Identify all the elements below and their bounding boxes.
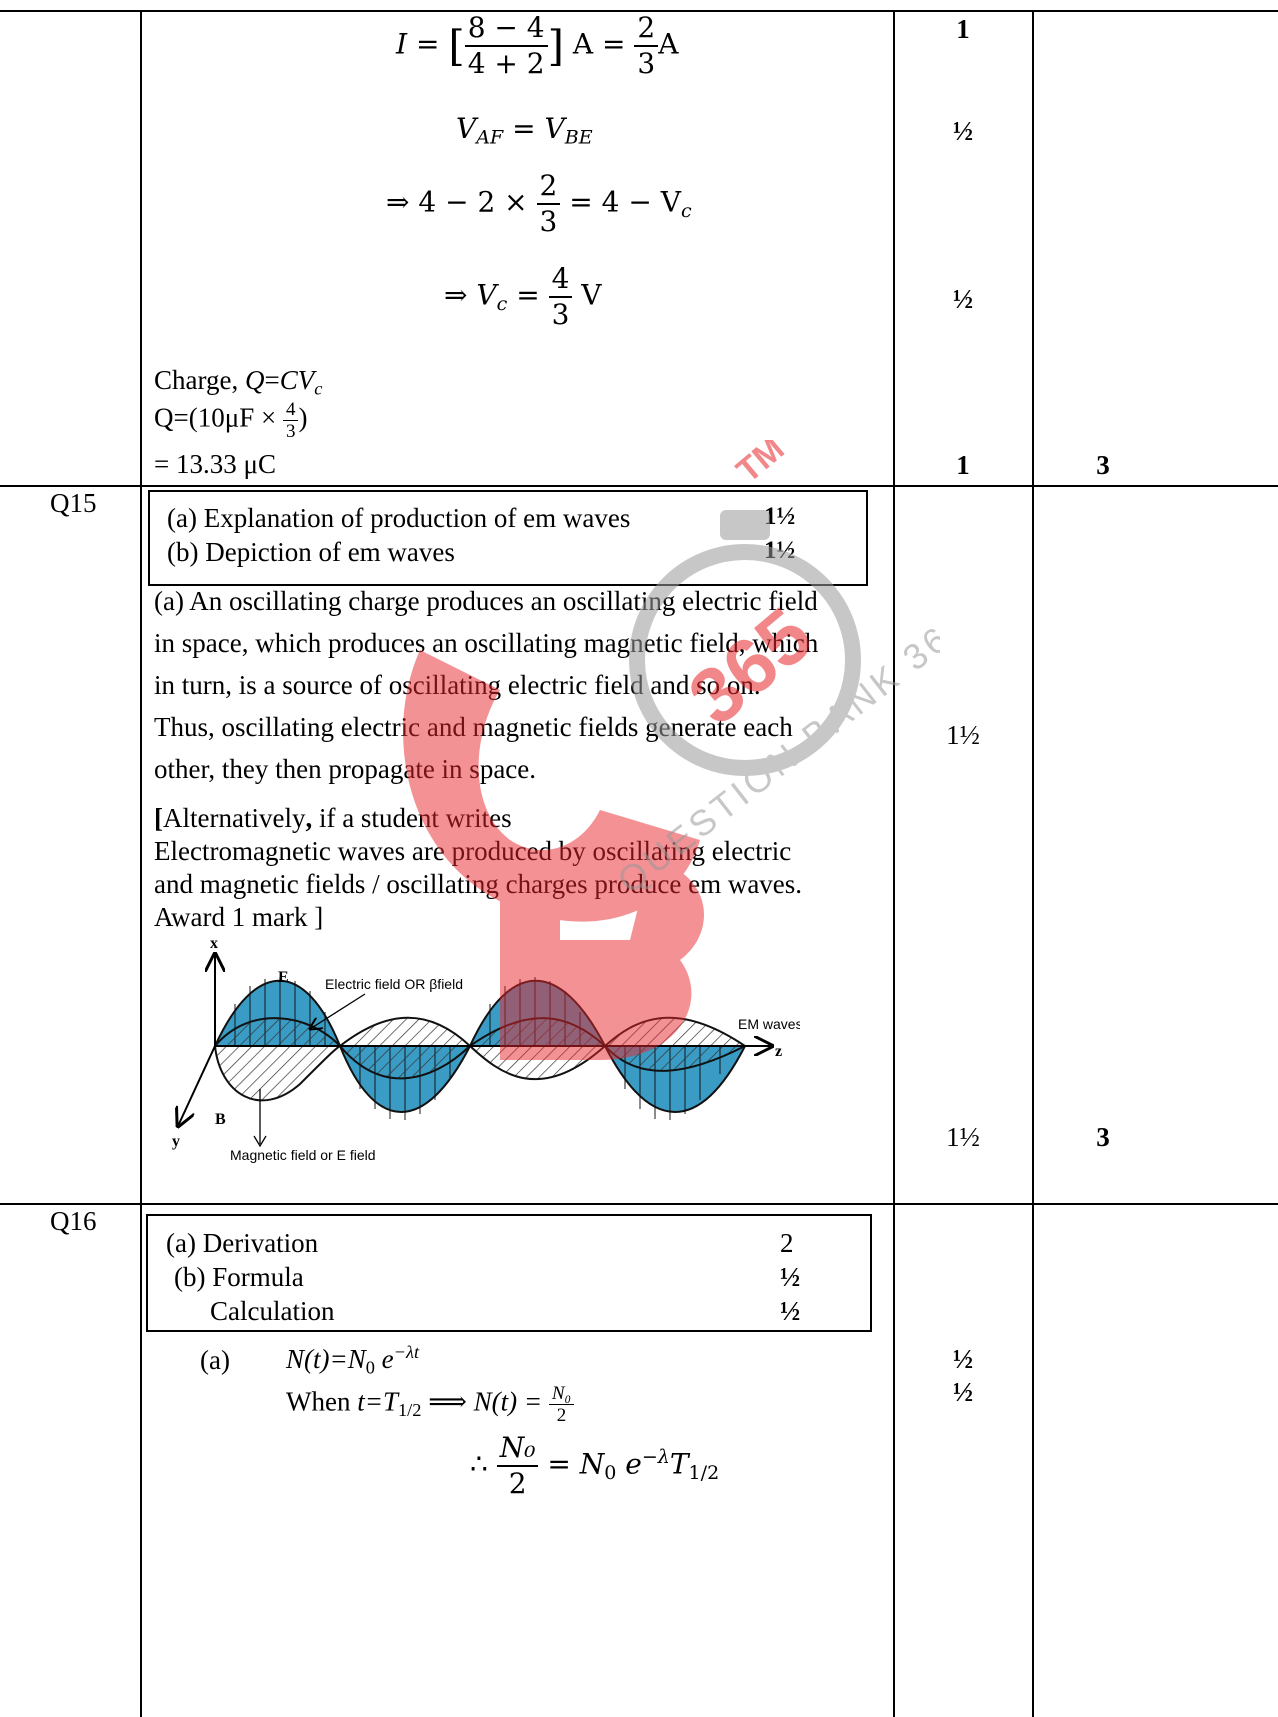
- mark-q14-2: ½: [952, 116, 974, 146]
- question-label-q15: Q15: [50, 488, 97, 518]
- scheme-mark-derivation: 2: [780, 1228, 794, 1258]
- decay-law: N(t)=N0 e−λt: [286, 1342, 420, 1378]
- axis-z-label: z: [775, 1043, 782, 1060]
- label-magnetic-field: Magnetic field or E field: [230, 1147, 376, 1163]
- answer-q15a: (a) An oscillating charge produces an os…: [154, 586, 819, 784]
- em-wave-diagram: x z y E B Electric field OR βfield EM wa…: [172, 935, 800, 1163]
- question-label-q16: Q16: [50, 1206, 97, 1236]
- total-q15: 3: [1096, 1122, 1110, 1152]
- scheme-mark-b: 1½: [764, 537, 796, 564]
- alternative-note: [Alternatively, if a student writes Elec…: [154, 803, 803, 932]
- mark-q14-1: 1: [956, 14, 970, 44]
- scheme-mark-a: 1½: [764, 503, 796, 530]
- part-a-label: (a): [200, 1345, 230, 1375]
- scheme-item-derivation: (a) Derivation: [166, 1228, 319, 1258]
- charge-formula: Charge, Q=CVc: [154, 365, 323, 399]
- scheme-item-calculation: Calculation: [210, 1296, 335, 1326]
- y-axis: [178, 1045, 216, 1126]
- mark-q16-1: ½: [952, 1344, 974, 1374]
- mark-q14-3: ½: [952, 284, 974, 314]
- total-q14: 3: [1096, 450, 1110, 480]
- mark-q16-2: ½: [952, 1377, 974, 1407]
- scheme-item-a: (a) Explanation of production of em wave…: [167, 503, 631, 533]
- mark-q14-4: 1: [956, 450, 970, 480]
- scheme-mark-calculation: ½: [780, 1296, 801, 1326]
- charge-result: = 13.33 μC: [154, 449, 276, 479]
- mark-q15-1: 1½: [946, 720, 980, 750]
- scheme-item-b: (b) Depiction of em waves: [167, 537, 455, 567]
- label-e: E: [278, 969, 289, 986]
- label-em-waves: EM waves: [738, 1016, 800, 1032]
- label-b: B: [215, 1111, 226, 1128]
- watermark-tm: TM: [729, 440, 791, 490]
- label-electric-field: Electric field OR βfield: [325, 976, 463, 992]
- axis-y-label: y: [172, 1133, 180, 1150]
- marking-scheme-box-q15: (a) Explanation of production of em wave…: [148, 490, 868, 586]
- mark-q15-2: 1½: [946, 1122, 980, 1152]
- scheme-mark-formula: ½: [780, 1262, 801, 1292]
- axis-x-label: x: [210, 935, 218, 952]
- potential-equality: VAF = VBE: [456, 112, 593, 149]
- scheme-item-formula: (b) Formula: [174, 1262, 304, 1292]
- marking-scheme-box-q16: (a) Derivation 2 (b) Formula ½ Calculati…: [146, 1214, 872, 1332]
